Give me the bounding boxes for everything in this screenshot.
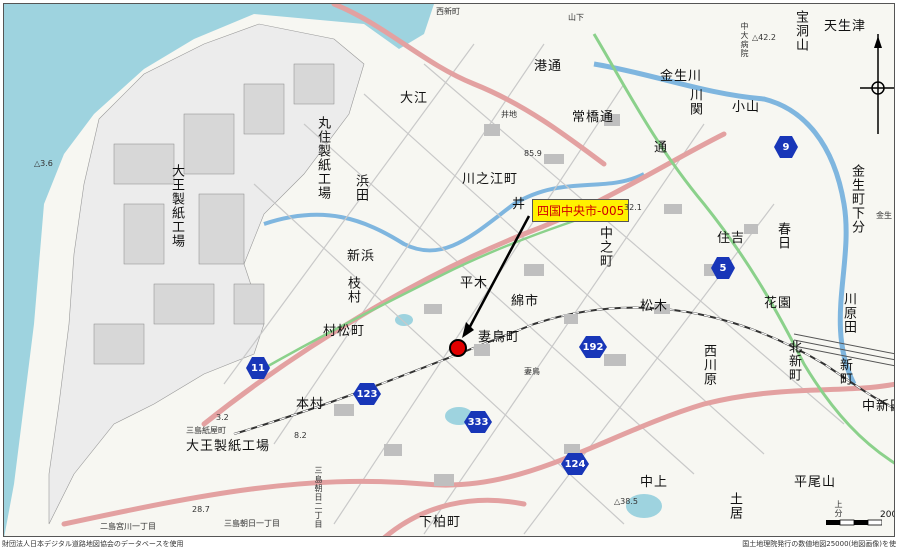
location-marker	[449, 339, 467, 357]
buildings	[334, 114, 758, 486]
place-label: 中上	[640, 475, 669, 490]
place-label: 新町	[837, 358, 852, 386]
place-label: 妻鳥町	[478, 330, 521, 345]
place-label: 天生津	[824, 19, 867, 34]
place-label: 松木	[640, 299, 669, 314]
credit-left: 財団法人日本デジタル道路地図協会のデータベースを使用	[2, 540, 184, 548]
route-shield-333: 333	[464, 411, 492, 433]
place-label: 大王製紙工場	[169, 164, 184, 248]
place-label: 中新田	[862, 399, 894, 414]
scale-bar	[826, 519, 882, 526]
place-label: 新浜	[347, 249, 376, 264]
place-label: 村松町	[323, 324, 366, 339]
elevation-label: △3.6	[34, 159, 53, 168]
place-label: 井地	[501, 110, 517, 119]
place-label: 三島朝日二丁目	[314, 466, 323, 529]
place-label: 住吉	[717, 231, 746, 246]
place-label: 常橋通	[572, 110, 615, 125]
place-label: 小山	[732, 100, 761, 115]
elevation-label: 8.2	[294, 431, 307, 440]
place-label: 川原田	[841, 292, 856, 334]
place-label: 妻鳥	[524, 367, 540, 376]
map-canvas[interactable]	[4, 4, 895, 537]
place-label: 中之町	[597, 226, 612, 268]
north-arrow-icon	[860, 34, 894, 134]
route-shield-5: 5	[711, 257, 735, 279]
place-label: 二島宮川一丁目	[100, 522, 156, 531]
river-kanaogawa	[593, 61, 857, 386]
place-label: 中大病院	[740, 22, 749, 58]
place-label: 川関	[687, 88, 702, 116]
factory-blocks	[93, 63, 335, 365]
place-label: 大江	[400, 91, 429, 106]
place-label: 金生町下分	[849, 164, 864, 234]
pond	[626, 494, 662, 518]
place-label: 山下	[568, 13, 584, 22]
place-label: 枝村	[345, 276, 360, 304]
scale-label: 200	[880, 510, 894, 520]
elevation-label: 3.2	[216, 413, 229, 422]
map-frame[interactable]: 11 123 333 124 192 9 5 四国中央市-005 川之江町 妻鳥…	[3, 3, 895, 537]
callout-arrowhead	[462, 322, 474, 338]
main-roads	[61, 4, 894, 536]
place-label: 西新町	[436, 7, 460, 16]
elevation-label: 32.1	[624, 203, 642, 212]
place-label: 西川原	[701, 344, 716, 386]
rail-yard	[793, 333, 894, 367]
place-label: 大王製紙工場	[186, 439, 271, 454]
callout-arrow	[464, 215, 531, 335]
route-shield-192: 192	[579, 336, 607, 358]
minor-roads	[223, 43, 845, 535]
place-label: 本村	[296, 397, 325, 412]
place-label: 土居	[727, 492, 742, 520]
place-label: 通	[651, 140, 666, 154]
route-shield-9: 9	[774, 136, 798, 158]
place-label: 三島紙屋町	[186, 426, 226, 435]
elevation-label: 28.7	[192, 505, 210, 514]
route-shield-124: 124	[561, 453, 589, 475]
location-callout: 四国中央市-005	[532, 199, 630, 222]
national-route-line	[592, 33, 894, 465]
place-label: 宝洞山	[793, 10, 808, 52]
place-label: 北新町	[786, 340, 801, 382]
route-shield-123: 123	[353, 383, 381, 405]
place-label: 金生川	[660, 69, 703, 84]
place-label: 三島朝日一丁目	[224, 519, 280, 528]
place-label: 花園	[764, 296, 793, 311]
place-label: 金生	[876, 211, 892, 220]
elevation-label: △42.2	[752, 33, 776, 42]
sea-area	[4, 4, 434, 536]
river	[263, 172, 645, 253]
place-label: 綿市	[511, 294, 540, 309]
place-label: 下柏町	[419, 515, 462, 530]
national-route-line	[253, 202, 625, 376]
place-label: 平木	[460, 276, 489, 291]
elevation-label: △38.5	[614, 497, 638, 506]
place-label: 上分	[834, 500, 843, 518]
elevation-label: 85.9	[524, 149, 542, 158]
place-label: 井	[512, 197, 527, 212]
place-label: 平尾山	[794, 475, 837, 490]
place-label: 川之江町	[462, 172, 519, 187]
route-shield-11: 11	[246, 357, 270, 379]
place-label: 港通	[534, 59, 563, 74]
place-label: 丸住製紙工場	[315, 116, 330, 200]
place-label: 浜田	[353, 174, 368, 202]
place-label: 春日	[775, 222, 790, 250]
credit-right: 国土地理院発行の数値地図25000(地図画像)を使	[742, 540, 896, 548]
